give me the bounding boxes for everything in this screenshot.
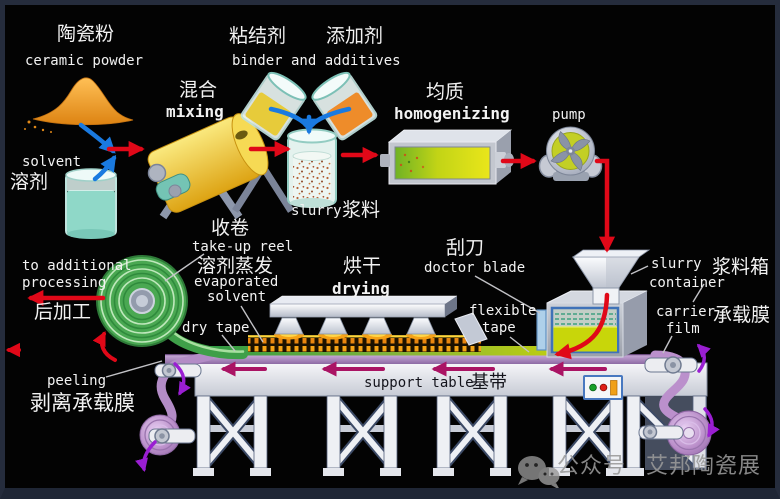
label-carrier-film-en1: carrier [656, 304, 716, 320]
label-mixing-en: mixing [166, 102, 224, 121]
label-slurry-zh: 浆料 [342, 199, 381, 221]
evaporation-cone [362, 317, 392, 340]
label-evaporated-solvent-en2: solvent [207, 289, 267, 305]
pump-impeller [550, 131, 591, 171]
label-slurry-container-en2: container [649, 275, 725, 291]
lever [610, 380, 618, 396]
watermark-account-label: 公众号 [557, 454, 627, 479]
evaporation-cone [406, 317, 436, 340]
label-additional-processing-en2: processing [22, 275, 107, 291]
label-peeling-zh: 剥离承载膜 [30, 391, 135, 415]
label-takeup-reel-en: take-up reel [192, 239, 294, 255]
label-homogenizing-en: homogenizing [394, 104, 510, 123]
label-support-table-en: support table [364, 375, 474, 391]
wechat-icon [518, 456, 560, 488]
slurry-container [536, 249, 651, 358]
doctor-blade [536, 309, 547, 351]
label-drying-zh: 烘干 [343, 255, 382, 277]
label-additives-zh: 添加剂 [326, 25, 384, 47]
diagram-canvas [5, 71, 720, 488]
label-homogenizing-zh: 均质 [426, 81, 465, 103]
label-ceramic-powder-en: ceramic powder [25, 53, 144, 69]
label-dry-tape: dry tape [182, 320, 250, 336]
watermark-account-name: 艾邦陶瓷展 [646, 454, 762, 479]
label-solvent-en: solvent [22, 154, 82, 170]
evaporation-cone [318, 317, 348, 340]
label-evaporated-solvent-en1: evaporated [194, 274, 279, 290]
slurry-jar [287, 128, 337, 208]
ceramic-powder-pile [24, 77, 134, 133]
drum-cap [235, 130, 248, 140]
label-slurry-container-en1: slurry [651, 256, 702, 272]
label-doctor-blade-zh: 刮刀 [446, 237, 485, 259]
table-leg [433, 395, 511, 476]
homogenizer [380, 129, 514, 185]
pump [538, 126, 603, 181]
table-leg [549, 395, 627, 476]
mixing-drum [147, 113, 294, 220]
label-peeling-en: peeling [47, 373, 107, 389]
label-slurry-container-zh: 浆料箱 [712, 256, 770, 278]
label-carrier-film-en2: film [666, 321, 700, 337]
label-additional-processing-zh: 后加工 [34, 301, 92, 323]
solvent-beaker [65, 168, 117, 239]
label-mixing-zh: 混合 [179, 79, 218, 101]
drying-hood [269, 295, 488, 346]
label-doctor-blade-en: doctor blade [424, 260, 526, 276]
evaporation-cone [274, 317, 304, 340]
table-leg [193, 395, 271, 476]
pointer-lines [105, 253, 705, 378]
additives-beaker [311, 71, 378, 141]
label-solvent-zh: 溶剂 [10, 171, 49, 193]
homogenizer-window [394, 146, 491, 180]
label-binder-zh: 粘结剂 [229, 25, 287, 47]
flow-arrows [5, 106, 720, 473]
label-flexible-tape-2: tape [482, 320, 516, 336]
label-pump: pump [552, 107, 586, 123]
label-ceramic-powder-zh: 陶瓷粉 [57, 23, 115, 45]
label-drying-en: drying [332, 279, 390, 298]
label-binder-additives-en: binder and additives [232, 53, 401, 69]
table-leg [323, 395, 401, 476]
take-up-reel [96, 255, 248, 360]
red-indicator [599, 383, 608, 392]
label-takeup-reel-zh: 收卷 [211, 217, 250, 239]
label-carrier-film-zh: 承载膜 [713, 304, 771, 326]
label-slurry-en: slurry [291, 203, 342, 219]
label-additional-processing-en1: to additional [22, 258, 132, 274]
hood-end-plate [454, 312, 488, 346]
label-flexible-tape-1: flexible [469, 303, 537, 319]
green-indicator [589, 383, 597, 392]
label-support-table-zh: 基带 [471, 372, 507, 393]
label-evaporated-solvent-zh: 溶剂蒸发 [197, 255, 274, 277]
control-panel [583, 375, 623, 400]
binder-beaker [240, 71, 307, 141]
